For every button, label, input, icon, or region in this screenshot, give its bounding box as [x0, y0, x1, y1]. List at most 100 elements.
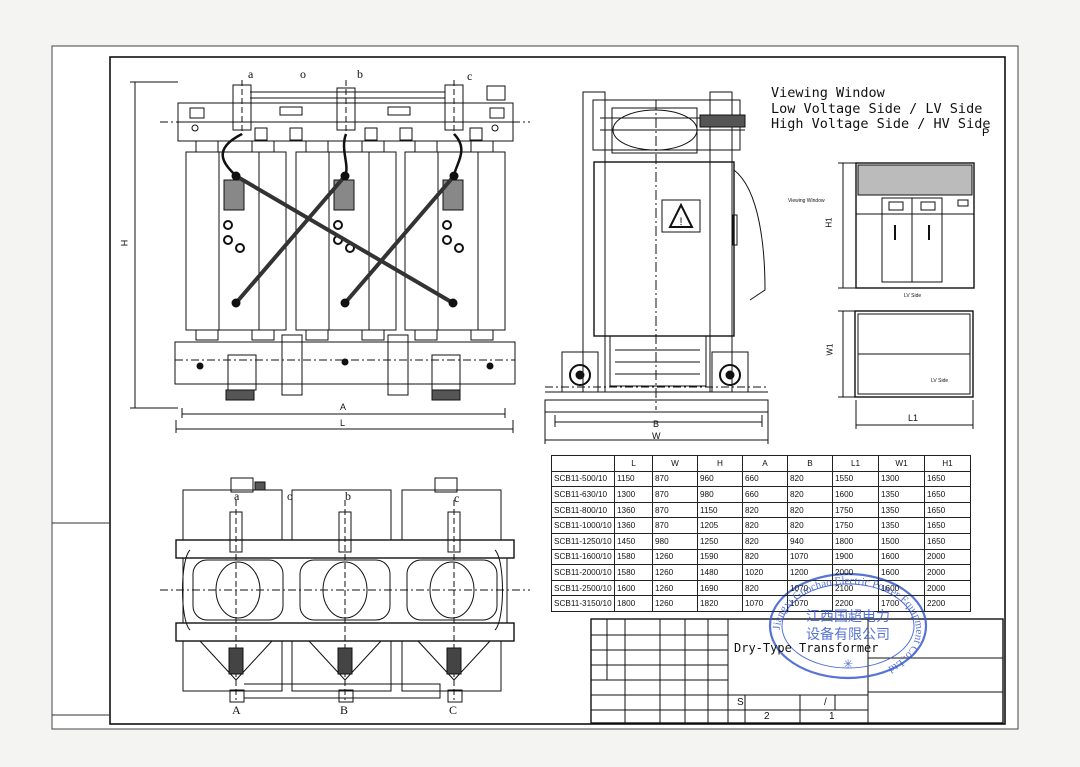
- col-header: L: [614, 455, 653, 472]
- value-cell: 1800: [832, 532, 879, 550]
- detail-lv-side-top: LV Side: [904, 293, 922, 299]
- top-terminal-C: C: [449, 703, 458, 717]
- value-cell: 1260: [652, 579, 698, 597]
- value-cell: 1205: [697, 517, 743, 534]
- value-cell: 1550: [832, 470, 879, 488]
- detail-lv-side-bottom: LV Side: [931, 378, 949, 384]
- value-cell: 1260: [652, 548, 698, 566]
- col-header: A: [742, 455, 788, 472]
- value-cell: 1580: [614, 548, 653, 566]
- value-cell: 1070: [787, 548, 833, 566]
- terminal-label-c: c: [467, 69, 473, 83]
- value-cell: 1350: [878, 486, 925, 503]
- value-cell: 820: [742, 517, 788, 534]
- model-cell: SCB11-800/10: [551, 501, 615, 519]
- model-cell: SCB11-1000/10: [551, 517, 615, 534]
- col-header: L1: [832, 455, 879, 472]
- value-cell: 1650: [924, 532, 971, 550]
- value-cell: 1350: [878, 501, 925, 519]
- value-cell: 870: [652, 517, 698, 534]
- value-cell: 2200: [924, 595, 971, 612]
- col-header: H: [697, 455, 743, 472]
- terminal-label-o: o: [300, 67, 306, 81]
- svg-text:Jiangxi Guochao Electric Power: Jiangxi Guochao Electric Power Equipment…: [771, 575, 925, 675]
- value-cell: 1500: [878, 532, 925, 550]
- sheet-number: 1: [829, 711, 835, 722]
- col-header: B: [787, 455, 833, 472]
- value-cell: 1600: [832, 486, 879, 503]
- model-cell: SCB11-500/10: [551, 470, 615, 488]
- value-cell: 870: [652, 501, 698, 519]
- model-cell: SCB11-630/10: [551, 486, 615, 503]
- col-header: [551, 455, 615, 472]
- value-cell: 820: [742, 532, 788, 550]
- value-cell: 1260: [652, 564, 698, 581]
- dimension-l1: L1: [908, 413, 919, 423]
- col-header: W: [652, 455, 698, 472]
- value-cell: 820: [787, 501, 833, 519]
- value-cell: 1360: [614, 501, 653, 519]
- view-legend: Viewing Window Low Voltage Side / LV Sid…: [771, 85, 991, 133]
- value-cell: 1750: [832, 501, 879, 519]
- dimension-l: L: [340, 418, 346, 428]
- value-cell: 870: [652, 486, 698, 503]
- value-cell: 1260: [652, 595, 698, 612]
- value-cell: 1300: [878, 470, 925, 488]
- top-terminal-B: B: [340, 703, 349, 717]
- col-header: W1: [878, 455, 925, 472]
- top-view: [160, 477, 530, 703]
- value-cell: 1750: [832, 517, 879, 534]
- value-cell: 960: [697, 470, 743, 488]
- value-cell: 2000: [924, 579, 971, 597]
- value-cell: 980: [697, 486, 743, 503]
- col-header: H1: [924, 455, 971, 472]
- front-view: [130, 80, 530, 433]
- value-cell: 1650: [924, 517, 971, 534]
- value-cell: 870: [652, 470, 698, 488]
- legend-hv-side: High Voltage Side / HV Side: [771, 116, 991, 132]
- svg-text:!: !: [679, 216, 682, 228]
- dimension-h1: H1: [824, 217, 834, 228]
- scale-label: S: [737, 697, 744, 708]
- legend-mark: P: [982, 127, 990, 139]
- value-cell: 820: [787, 486, 833, 503]
- value-cell: 820: [742, 501, 788, 519]
- value-cell: 1600: [614, 579, 653, 597]
- terminal-label-b: b: [357, 67, 363, 81]
- value-cell: 1900: [832, 548, 879, 566]
- spec-table-header: L W H A B L1 W1 H1: [551, 455, 971, 472]
- value-cell: 2000: [924, 564, 971, 581]
- seal-company-line2: 设备有限公司: [806, 627, 890, 643]
- model-cell: SCB11-1250/10: [551, 532, 615, 550]
- value-cell: 940: [787, 532, 833, 550]
- sheet-total: 2: [764, 711, 770, 722]
- dimension-a: A: [340, 402, 347, 412]
- svg-text:✳: ✳: [843, 657, 853, 671]
- top-terminal-A: A: [232, 703, 241, 717]
- top-terminal-c: c: [454, 491, 460, 505]
- value-cell: 1820: [697, 595, 743, 612]
- value-cell: 1600: [878, 548, 925, 566]
- value-cell: 660: [742, 470, 788, 488]
- value-cell: 1350: [878, 517, 925, 534]
- seal-company-line1: 江西国超电力: [806, 609, 890, 625]
- value-cell: 1650: [924, 501, 971, 519]
- title-block: [590, 618, 1004, 724]
- legend-viewing-window: Viewing Window: [771, 85, 885, 101]
- drawing-title: Dry-Type Transformer: [734, 641, 879, 655]
- top-terminal-b: b: [345, 489, 351, 503]
- top-terminal-o: o: [287, 489, 293, 503]
- value-cell: 1480: [697, 564, 743, 581]
- value-cell: 1700: [878, 595, 925, 612]
- model-cell: SCB11-2000/10: [551, 564, 615, 581]
